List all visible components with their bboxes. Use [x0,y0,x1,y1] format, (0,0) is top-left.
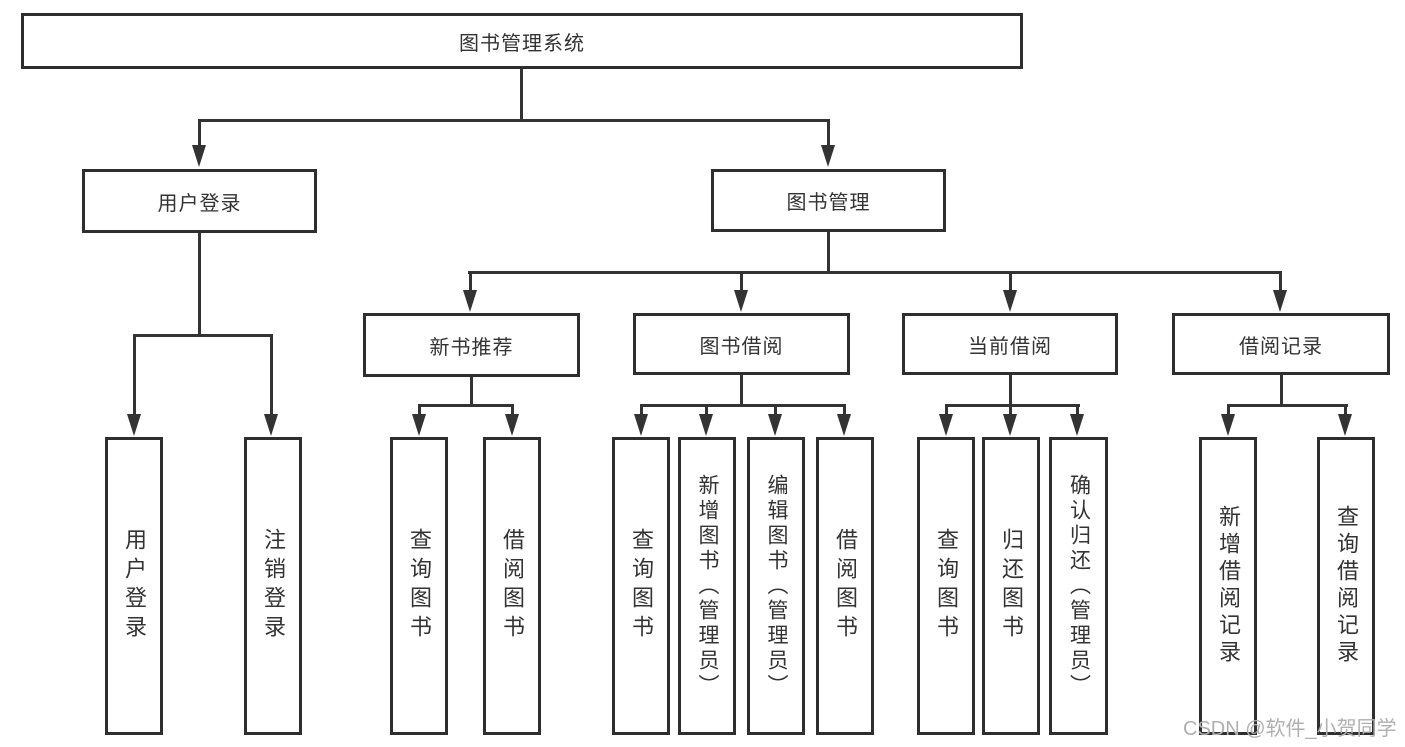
node-library-management-system: 图书管理系统 [21,13,1023,69]
connector-line [843,404,846,418]
node-label: 图书借阅 [699,335,784,358]
arrow-down-icon [264,414,278,436]
connector-line [133,334,273,337]
connector-line [470,377,473,407]
connector-line [827,232,830,274]
leaf-query-books-borrowing: 查询图书 [612,437,670,735]
connector-line [1280,375,1283,407]
connector-line [418,404,421,418]
connector-line [1009,404,1012,418]
node-label: 注销登录 [261,528,286,644]
leaf-borrow-books: 借阅图书 [816,437,874,735]
arrow-down-icon [127,414,141,436]
arrow-down-icon [1070,414,1084,436]
arrow-down-icon [768,414,782,436]
connector-line [1227,404,1348,407]
node-label: 编辑图书（管理员） [765,473,788,699]
arrow-down-icon [412,414,426,436]
node-label: 图书管理 [786,192,871,214]
node-label: 借阅图书 [500,528,525,644]
node-label: 查询图书 [629,528,654,644]
connector-line [1227,404,1230,418]
node-user-login: 用户登录 [82,169,317,233]
leaf-query-books-recommend: 查询图书 [390,437,448,735]
connector-line [705,404,708,418]
arrow-down-icon [1338,414,1352,436]
connector-line [945,404,1080,407]
connector-line [1009,375,1012,407]
leaf-edit-books-admin: 编辑图书（管理员） [747,437,805,735]
connector-line [1279,271,1282,294]
leaf-add-books-admin: 新增图书（管理员） [678,437,736,735]
connector-line [511,404,514,418]
leaf-logout: 注销登录 [244,437,302,735]
arrow-down-icon [1273,290,1287,312]
connector-line [1344,404,1347,418]
node-label: 查询借阅记录 [1334,505,1359,667]
node-label: 图书管理系统 [459,32,585,55]
connector-line [520,69,523,122]
node-label: 新增图书（管理员） [696,473,719,699]
node-label: 新增借阅记录 [1216,505,1241,667]
connector-line [740,375,743,407]
node-label: 确认归还（管理员） [1067,473,1091,699]
connector-line [133,334,136,418]
arrow-down-icon [821,145,835,167]
node-label: 新书推荐 [429,336,514,359]
node-label: 归还图书 [999,528,1024,644]
connector-line [740,271,743,294]
connector-line [945,404,948,418]
arrow-down-icon [734,290,748,312]
leaf-return-books: 归还图书 [982,437,1040,735]
arrow-down-icon [939,414,953,436]
connector-line [468,271,1282,274]
connector-line [270,334,273,418]
connector-line [774,404,777,418]
node-label: 查询图书 [934,528,959,644]
connector-line [640,404,846,407]
connector-line [198,119,830,122]
connector-line [198,119,201,147]
leaf-query-borrow-record: 查询借阅记录 [1317,437,1375,735]
arrow-down-icon [1221,414,1235,436]
connector-line [418,404,514,407]
arrow-down-icon [1003,290,1017,312]
node-label: 用户登录 [122,528,147,644]
node-book-borrowing: 图书借阅 [633,313,850,375]
node-new-book-recommend: 新书推荐 [363,313,580,377]
node-label: 借阅记录 [1239,335,1323,358]
csdn-watermark: CSDN @软件_小贺同学 [1183,718,1397,740]
node-current-borrowing: 当前借阅 [902,313,1118,375]
node-label: 查询图书 [407,528,432,644]
connector-line [1076,404,1079,418]
node-label: 当前借阅 [968,335,1052,358]
arrow-down-icon [634,414,648,436]
arrow-down-icon [1003,414,1017,436]
connector-line [640,404,643,418]
arrow-down-icon [192,145,206,167]
node-label: 用户登录 [157,192,242,215]
connector-line [469,271,472,294]
node-book-management: 图书管理 [711,169,946,232]
leaf-add-borrow-record: 新增借阅记录 [1199,437,1257,735]
arrow-down-icon [463,290,477,312]
leaf-query-books-current: 查询图书 [917,437,975,735]
leaf-confirm-return-admin: 确认归还（管理员） [1049,437,1108,735]
leaf-user-login: 用户登录 [105,437,163,735]
connector-line [198,233,201,337]
connector-line [827,119,830,147]
arrow-down-icon [699,414,713,436]
connector-line [1009,271,1012,294]
arrow-down-icon [505,414,519,436]
leaf-borrow-books-recommend: 借阅图书 [483,437,541,735]
node-label: 借阅图书 [833,528,858,644]
arrow-down-icon [837,414,851,436]
node-borrow-records: 借阅记录 [1172,313,1390,375]
